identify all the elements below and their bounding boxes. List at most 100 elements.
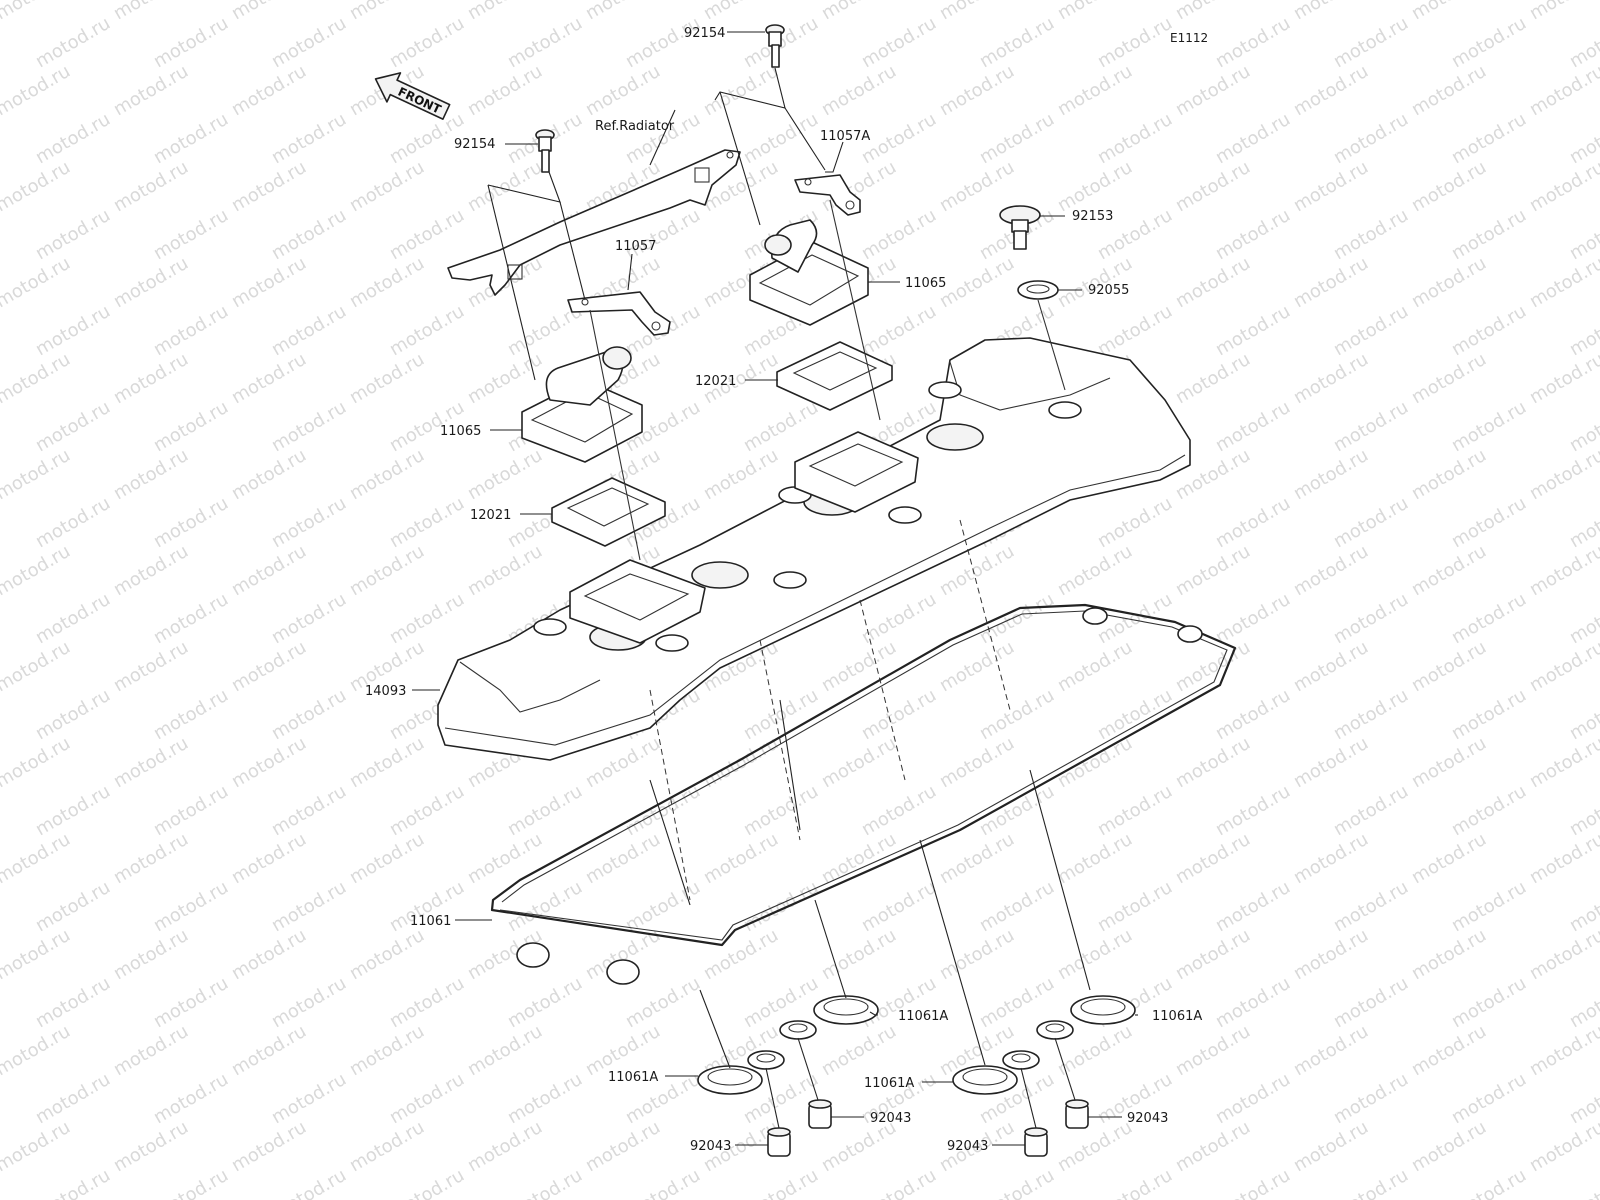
watermark-text: motod.ru [0, 1021, 74, 1080]
watermark-text: motod.ru [1172, 253, 1254, 312]
watermark-text: motod.ru [1054, 637, 1136, 696]
watermark-text: motod.ru [1172, 1117, 1254, 1176]
dowel-92043-3 [1024, 1127, 1048, 1157]
watermark-text: motod.ru [150, 685, 232, 744]
watermark-text: motod.ru [346, 829, 428, 888]
watermark-text: motod.ru [622, 109, 704, 168]
watermark-text: motod.ru [268, 1165, 350, 1200]
watermark-text: motod.ru [386, 973, 468, 1032]
watermark-text: motod.ru [1212, 493, 1294, 552]
watermark-text: motod.ru [1290, 925, 1372, 984]
watermark-text: motod.ru [1290, 349, 1372, 408]
watermark-text: motod.ru [346, 445, 428, 504]
callout-11065-left: 11065 [440, 424, 481, 439]
bolt-92154-top [765, 24, 785, 68]
watermark-text: motod.ru [1526, 445, 1600, 504]
watermark-text: motod.ru [32, 301, 114, 360]
watermark-text: motod.ru [1448, 397, 1530, 456]
watermark-text: motod.ru [582, 0, 664, 24]
watermark-text: motod.ru [700, 445, 782, 504]
watermark-text: motod.ru [1330, 973, 1412, 1032]
watermark-text: motod.ru [32, 109, 114, 168]
watermark-text: motod.ru [228, 829, 310, 888]
watermark-text: motod.ru [858, 205, 940, 264]
watermark-text: motod.ru [268, 493, 350, 552]
watermark-text: motod.ru [936, 253, 1018, 312]
watermark-text: motod.ru [740, 781, 822, 840]
watermark-text: motod.ru [1212, 877, 1294, 936]
breather-11065-left [521, 346, 643, 463]
watermark-text: motod.ru [464, 1021, 546, 1080]
watermark-text: motod.ru [1448, 301, 1530, 360]
watermark-text: motod.ru [1212, 109, 1294, 168]
watermark-text: motod.ru [32, 781, 114, 840]
watermark-text: motod.ru [858, 877, 940, 936]
watermark-text: motod.ru [464, 445, 546, 504]
watermark-text: motod.ru [1054, 541, 1136, 600]
watermark-text: motod.ru [1290, 541, 1372, 600]
watermark-text: motod.ru [1408, 925, 1490, 984]
gasket-12021-right [776, 341, 893, 411]
watermark-text: motod.ru [346, 157, 428, 216]
watermark-text: motod.ru [1526, 829, 1600, 888]
watermark-text: motod.ru [818, 1021, 900, 1080]
watermark-text: motod.ru [0, 0, 74, 24]
watermark-text: motod.ru [268, 301, 350, 360]
watermark-text: motod.ru [936, 0, 1018, 24]
washer-92055 [1017, 280, 1059, 300]
watermark-text: motod.ru [976, 685, 1058, 744]
watermark-text: motod.ru [1448, 877, 1530, 936]
watermark-text: motod.ru [150, 781, 232, 840]
watermark-text: motod.ru [150, 589, 232, 648]
watermark-text: motod.ru [32, 685, 114, 744]
watermark-text: motod.ru [110, 1117, 192, 1176]
watermark-text: motod.ru [1448, 1165, 1530, 1200]
callout-11061a-2: 11061A [1152, 1009, 1202, 1024]
watermark-text: motod.ru [1290, 157, 1372, 216]
watermark-text: motod.ru [1330, 685, 1412, 744]
watermark-text: motod.ru [0, 925, 74, 984]
watermark-text: motod.ru [110, 733, 192, 792]
watermark-text: motod.ru [976, 781, 1058, 840]
watermark-text: motod.ru [504, 877, 586, 936]
watermark-text: motod.ru [1526, 541, 1600, 600]
watermark-text: motod.ru [976, 13, 1058, 72]
callout-14093: 14093 [365, 684, 406, 699]
watermark-text: motod.ru [1448, 109, 1530, 168]
watermark-text: motod.ru [1330, 13, 1412, 72]
watermark-text: motod.ru [386, 589, 468, 648]
callout-leaders [412, 31, 1138, 1146]
watermark-text: motod.ru [1526, 61, 1600, 120]
watermark-text: motod.ru [228, 637, 310, 696]
gasket-12021-left [551, 477, 666, 547]
watermark-text: motod.ru [936, 61, 1018, 120]
watermark-text: motod.ru [1526, 349, 1600, 408]
watermark-text: motod.ru [936, 925, 1018, 984]
watermark-text: motod.ru [1212, 781, 1294, 840]
callout-92154-top: 92154 [684, 26, 725, 41]
watermark-text: motod.ru [110, 829, 192, 888]
watermark-text: motod.ru [346, 925, 428, 984]
watermark-text: motod.ru [1054, 0, 1136, 24]
watermark-text: motod.ru [622, 13, 704, 72]
watermark-text: motod.ru [464, 541, 546, 600]
dowel-92043-4 [1065, 1099, 1089, 1129]
watermark-text: motod.ru [936, 157, 1018, 216]
watermark-text: motod.ru [0, 637, 74, 696]
watermark-text: motod.ru [1448, 781, 1530, 840]
watermark-text: motod.ru [1330, 589, 1412, 648]
watermark-text: motod.ru [1212, 685, 1294, 744]
watermark-text: motod.ru [1448, 1069, 1530, 1128]
grommet-11061a-4 [1036, 995, 1136, 1040]
watermark-text: motod.ru [32, 205, 114, 264]
watermark-text: motod.ru [150, 973, 232, 1032]
ref-radiator-note: Ref.Radiator [595, 119, 675, 134]
watermark-text: motod.ru [268, 685, 350, 744]
watermark-text: motod.ru [228, 157, 310, 216]
watermark-text: motod.ru [582, 61, 664, 120]
callout-92043-1: 92043 [870, 1111, 911, 1126]
watermark-text: motod.ru [150, 205, 232, 264]
watermark-text: motod.ru [1526, 733, 1600, 792]
watermark-text: motod.ru [1054, 925, 1136, 984]
watermark-text: motod.ru [110, 541, 192, 600]
